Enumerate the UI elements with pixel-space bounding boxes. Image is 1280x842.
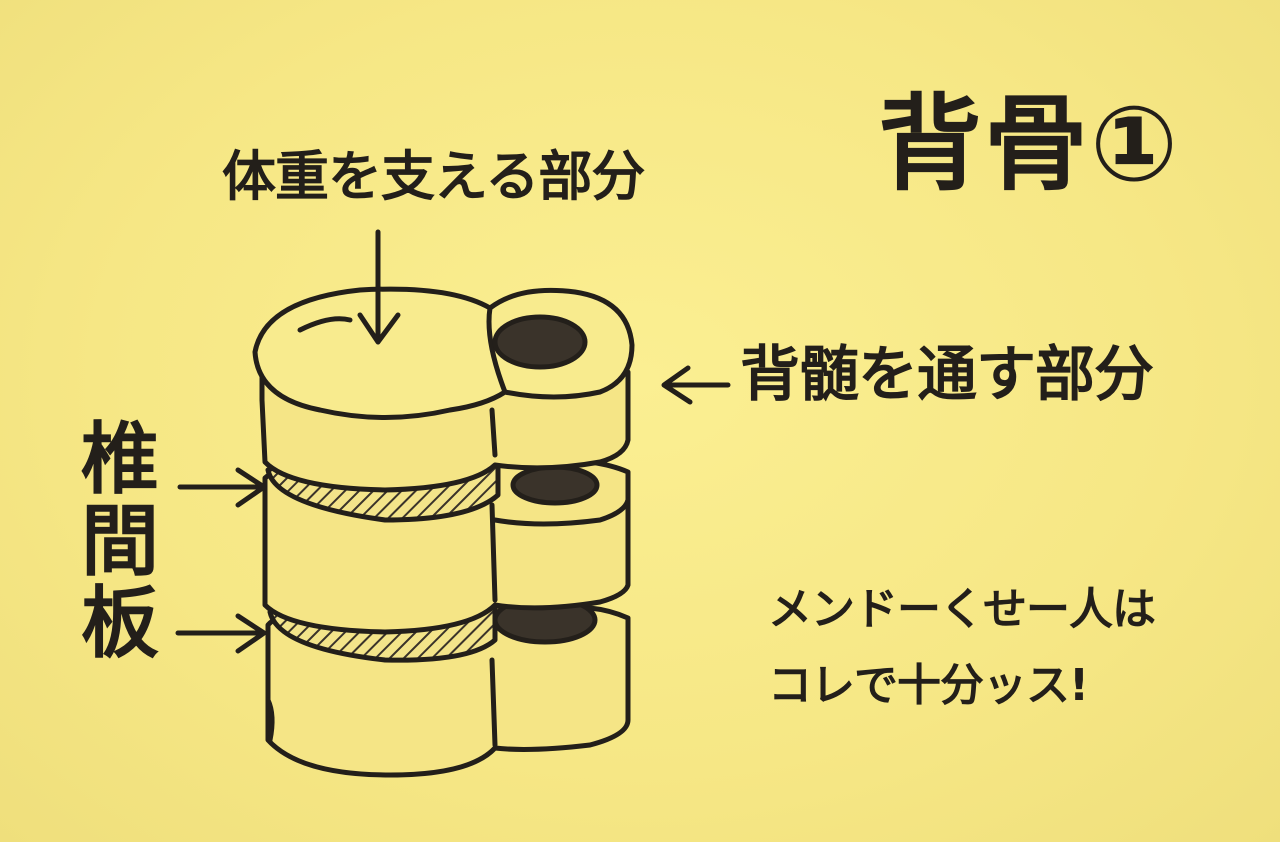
disc-label-char: 間 xyxy=(80,496,159,587)
note-line-1: メンドーくせー人は xyxy=(768,584,1156,635)
disc-label-char: 板 xyxy=(80,578,159,669)
arrow-right-icon xyxy=(175,613,267,654)
page-title: 背骨① xyxy=(878,83,1181,205)
arrow-left-icon xyxy=(661,365,731,405)
arrow-right-icon xyxy=(177,467,267,508)
disc-label-char: 椎 xyxy=(80,415,159,505)
weight-bearing-label: 体重を支える部分 xyxy=(222,145,645,208)
vertebra-top xyxy=(252,286,635,493)
arrow-down-icon xyxy=(357,229,401,345)
spinal-cord-passage-label: 背髄を通す部分 xyxy=(740,340,1154,410)
intervertebral-disc-label: 椎 間 板 xyxy=(70,415,170,669)
note-line-2: コレで十分ッス! xyxy=(768,660,1089,711)
